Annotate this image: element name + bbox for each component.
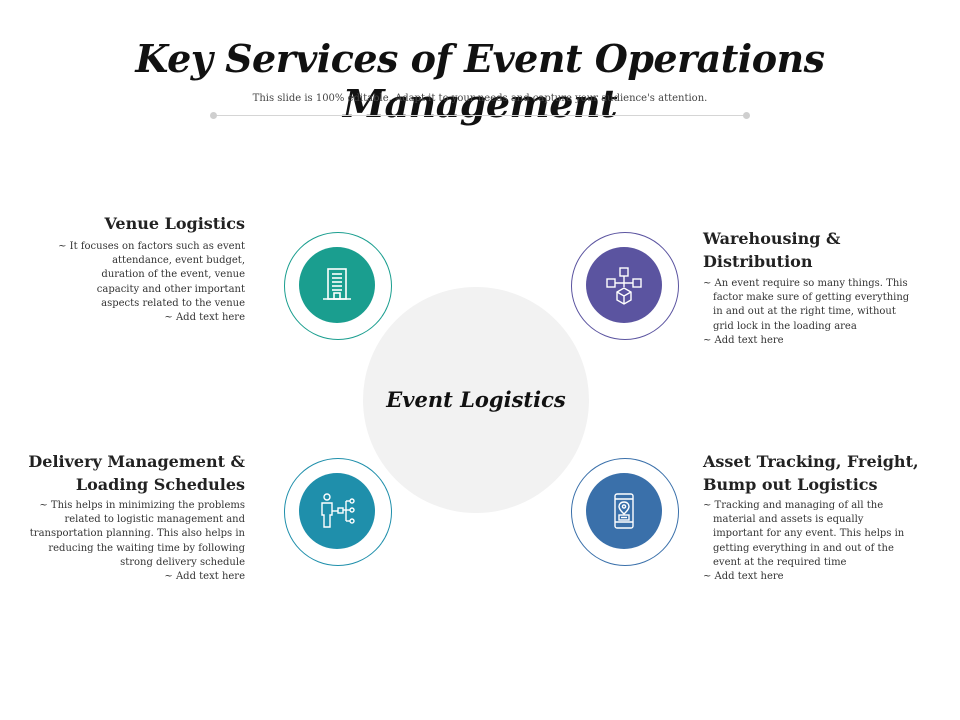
asset-line: ~ Tracking and managing of all the	[703, 500, 884, 511]
venue-line: duration of the event, venue	[101, 269, 245, 281]
venue-line: capacity and other important	[96, 283, 245, 295]
venue-line: attendance, event budget,	[112, 255, 245, 267]
page-subtitle: This slide is 100% editable. Adapt it to…	[252, 93, 708, 104]
page-title: Key Services of Event Operations Managem…	[135, 36, 825, 126]
delivery-line: related to logistic management and	[64, 514, 245, 526]
warehousing-distribution-block: Warehousing & Distribution ~ An event re…	[703, 227, 953, 348]
asset-title-line: Asset Tracking, Freight,	[703, 452, 919, 471]
asset-line: material and assets is equally	[713, 514, 864, 526]
boxes-network-icon	[606, 267, 642, 305]
venue-icon-ring	[284, 232, 392, 340]
delivery-line: strong delivery schedule	[120, 556, 245, 568]
asset-line: getting everything in and out of the	[713, 542, 894, 554]
delivery-title-line: Loading Schedules	[75, 475, 245, 494]
person-flow-icon	[321, 493, 355, 528]
venue-icon-disc	[299, 247, 375, 323]
warehousing-line: in and out at the right time, without	[713, 306, 896, 318]
delivery-line: ~ This helps in minimizing the problems	[39, 500, 245, 511]
warehousing-distribution-title: Warehousing & Distribution	[703, 229, 841, 271]
warehousing-line: factor make sure of getting everything	[713, 292, 910, 304]
asset-tracking-description: ~ Tracking and managing of all the mater…	[703, 499, 953, 584]
delivery-management-description: ~ This helps in minimizing the problems …	[10, 499, 245, 584]
delivery-icon-ring	[284, 458, 392, 566]
warehousing-distribution-description: ~ An event require so many things. This …	[703, 277, 953, 348]
venue-line: aspects related to the venue	[101, 297, 245, 309]
asset-tracking-block: Asset Tracking, Freight, Bump out Logist…	[703, 450, 953, 584]
venue-line: ~ It focuses on factors such as event	[58, 241, 245, 252]
asset-line: ~ Add text here	[703, 571, 784, 583]
mobile-location-icon	[614, 493, 634, 529]
delivery-management-block: Delivery Management & Loading Schedules …	[10, 450, 245, 584]
divider-line	[214, 115, 747, 116]
warehousing-icon-disc	[586, 247, 662, 323]
asset-title-line: Bump out Logistics	[703, 475, 878, 494]
delivery-management-title: Delivery Management & Loading Schedules	[10, 450, 245, 496]
asset-line: important for any event. This helps in	[713, 528, 905, 540]
venue-logistics-block: Venue Logistics ~ It focuses on factors …	[20, 212, 245, 325]
asset-tracking-title: Asset Tracking, Freight, Bump out Logist…	[703, 450, 953, 496]
asset-icon-disc	[586, 473, 662, 549]
warehousing-line: ~ Add text here	[703, 334, 784, 346]
warehousing-line: grid lock in the loading area	[713, 320, 857, 332]
delivery-icon-disc	[299, 473, 375, 549]
center-hub-label: Event Logistics	[386, 387, 566, 412]
venue-line: ~ Add text here	[164, 312, 245, 324]
venue-logistics-title: Venue Logistics	[104, 214, 245, 233]
divider-dot-right	[743, 112, 750, 119]
divider-dot-left	[210, 112, 217, 119]
delivery-title-line: Delivery Management &	[28, 452, 245, 471]
building-icon	[323, 268, 351, 300]
delivery-line: reducing the waiting time by following	[48, 542, 245, 554]
warehousing-line: ~ An event require so many things. This	[703, 278, 908, 289]
center-hub-circle	[363, 287, 589, 513]
asset-icon-ring	[571, 458, 679, 566]
venue-logistics-description: ~ It focuses on factors such as event at…	[20, 240, 245, 325]
warehousing-icon-ring	[571, 232, 679, 340]
asset-line: event at the required time	[713, 556, 847, 568]
delivery-line: ~ Add text here	[164, 571, 245, 583]
delivery-line: transportation planning. This also helps…	[29, 528, 245, 540]
